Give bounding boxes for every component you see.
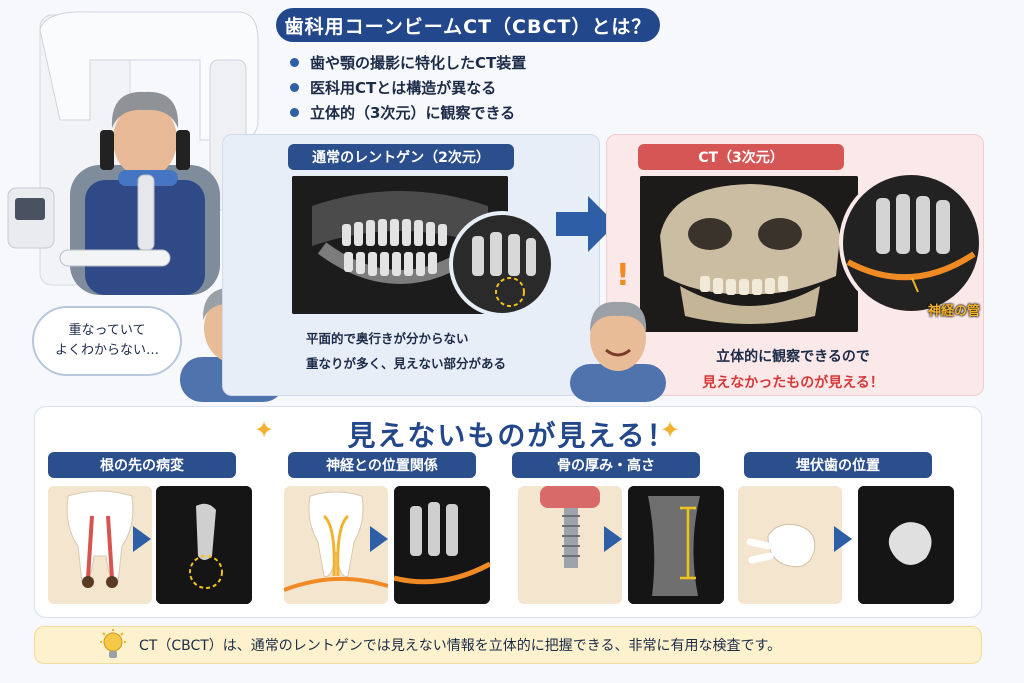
nerve-canal-label: 神経の管 — [928, 304, 981, 319]
panel-2d-caption-line1: 平面的で奥行きが分からない — [306, 331, 469, 346]
feature-card-label: 骨の厚み・高さ — [512, 452, 700, 478]
intro-bullet-list: 歯や顎の撮影に特化したCT装置 医科用CTとは構造が異なる 立体的（3次元）に観… — [290, 50, 526, 125]
smiling-patient-illustration — [570, 301, 666, 402]
arrow-right-icon — [604, 526, 622, 552]
panel-3d-label: CT（3次元） — [638, 144, 844, 170]
summary-footer: CT（CBCT）は、通常のレントゲンでは見えない情報を立体的に把握できる、非常に… — [34, 626, 982, 664]
ct-bone-height-scan — [628, 486, 724, 604]
ct-nerve-scan — [394, 486, 490, 604]
speech-bubble: 重なっていて よくわからない… — [32, 306, 182, 376]
bullet-item: 歯や顎の撮影に特化したCT装置 — [290, 50, 526, 75]
feature-card-label: 根の先の病変 — [48, 452, 236, 478]
lightbulb-icon — [100, 629, 126, 658]
arrow-right-icon — [370, 526, 388, 552]
bullet-dot-icon — [290, 108, 299, 117]
ct-impacted-tooth-scan — [858, 486, 954, 604]
panel-3d-caption-line1: 立体的に観察できるので — [716, 349, 870, 365]
ct-lesion-scan — [156, 486, 252, 604]
bullet-text: 歯や顎の撮影に特化したCT装置 — [310, 54, 527, 72]
speech-bubble-line1: 重なっていて — [68, 323, 146, 338]
arrow-right-icon — [133, 526, 151, 552]
ct-magnifier-circle — [839, 171, 983, 315]
xray-magnifier-circle — [449, 211, 555, 317]
panel-2d-label: 通常のレントゲン（2次元） — [288, 144, 514, 170]
footer-text: CT（CBCT）は、通常のレントゲンでは見えない情報を立体的に把握できる、非常に… — [139, 638, 782, 654]
exclamation-icon: ! — [616, 258, 630, 293]
panel-2d-caption: 平面的で奥行きが分からない 重なりが多く、見えない部分がある — [306, 326, 506, 376]
features-headline: 見えないものが見える！ — [347, 419, 677, 452]
speech-bubble-line2: よくわからない… — [54, 343, 159, 358]
sparkle-icon: ✦ — [660, 416, 681, 444]
panel-3d-caption-line2: 見えなかったものが見える！ — [702, 375, 884, 391]
bullet-text: 医科用CTとは構造が異なる — [310, 79, 497, 97]
panel-3d-caption: 立体的に観察できるので 見えなかったものが見える！ — [620, 344, 966, 396]
panel-2d-caption-line2: 重なりが多く、見えない部分がある — [306, 356, 507, 371]
page-title: 歯科用コーンビームCT（CBCT）とは？ — [276, 8, 660, 42]
cbct-machine-illustration — [7, 11, 259, 295]
feature-card-label: 神経との位置関係 — [288, 452, 476, 478]
feature-card-label: 埋伏歯の位置 — [744, 452, 932, 478]
ct-skull-render — [640, 176, 858, 332]
arrow-right-icon — [834, 526, 852, 552]
sparkle-icon: ✦ — [254, 416, 275, 444]
bullet-item: 立体的（3次元）に観察できる — [290, 100, 526, 125]
bullet-item: 医科用CTとは構造が異なる — [290, 75, 526, 100]
arrow-right-icon — [556, 196, 616, 252]
impacted-tooth-illustration — [738, 486, 842, 604]
bullet-dot-icon — [290, 58, 299, 67]
bullet-text: 立体的（3次元）に観察できる — [310, 104, 516, 122]
bullet-dot-icon — [290, 83, 299, 92]
